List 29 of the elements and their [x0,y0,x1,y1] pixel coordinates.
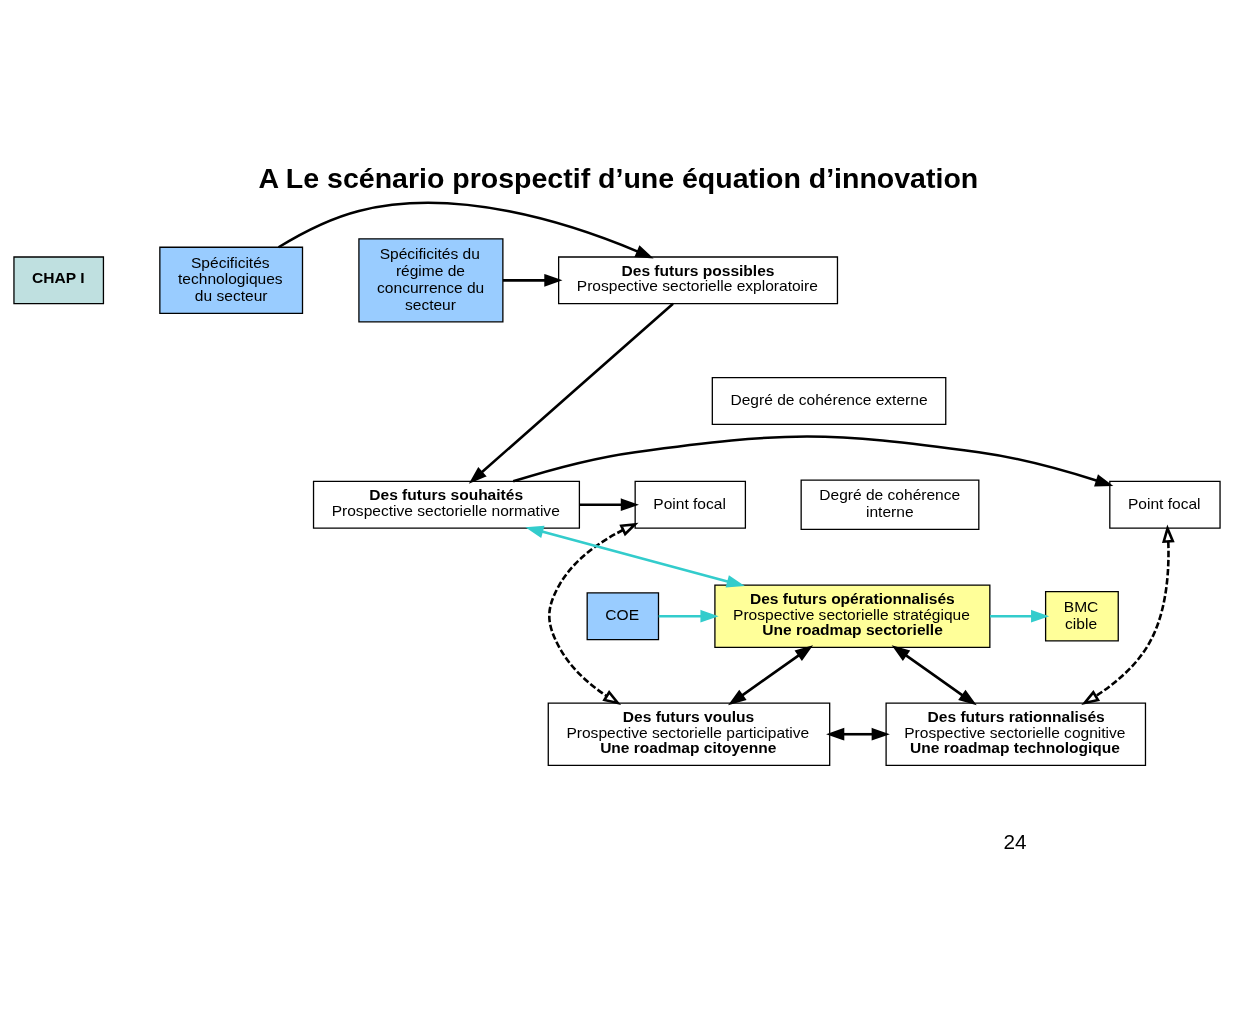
node-box: Degré de cohérence interne [800,478,980,530]
node-box: Point focal [1109,480,1221,529]
arrow [502,273,563,287]
node-box: Des futurs rationnalisés Prospective sectorielle cognitive Une roadmap technologique [885,701,1147,766]
arrow [548,522,639,705]
node-box: Point focal [634,480,747,529]
node-box: BMC cible [1044,590,1119,641]
node-box: Des futurs possibles Prospective sectorielle exploratoire [558,255,839,304]
node-box: Des futurs souhaités Prospective sectorielle normative [312,480,581,529]
node-box: Degré de cohérence externe [711,376,947,425]
node-box: Spécificités du régime de concurrence du secteur [358,237,504,322]
arrow [826,727,890,741]
node-box: Des futurs opérationnalisés Prospective sectorielle stratégique Une roadmap sectorielle [714,583,991,648]
arrow [468,302,674,484]
arrow [277,201,654,258]
arrow [512,434,1114,486]
arrow [1081,524,1175,705]
arrow [658,609,719,623]
arrow [579,497,639,511]
diagram-title: A Le scénario prospectif d’une équation d’innovation [258,161,979,194]
label: 24 [1003,829,1027,853]
arrow [728,644,814,705]
arrow [990,609,1050,623]
node-box: Des futurs voulus Prospective sectorielle participative Une roadmap citoyenne [547,701,831,766]
arrow [891,644,977,705]
node-box: CHAP I [13,255,105,304]
node-box: Spécificités technologiques du secteur [159,246,304,314]
arrow [525,525,745,587]
node-box: COE [586,591,660,640]
